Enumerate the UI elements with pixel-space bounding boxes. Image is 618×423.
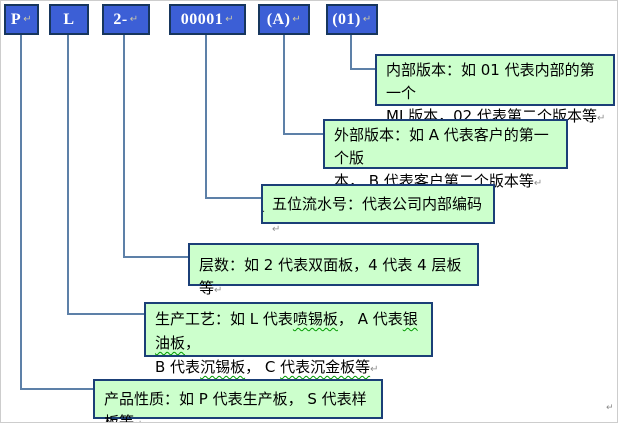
stray-dot: .	[262, 204, 266, 215]
paragraph-mark-icon: ↵	[134, 419, 142, 422]
annotation-text: B 代表沉锡板， C 代表沉金板等	[155, 358, 371, 376]
annotation-text: 生产工艺：如 L 代表喷锡板， A 代表银油板，	[155, 310, 418, 352]
connector-process-horizontal	[67, 313, 144, 315]
paragraph-mark-icon: ↵	[362, 14, 372, 25]
annotation-external-version: 外部版本：如 A 代表客户的第一个版 本， B 代表客户第二个版本等↵	[323, 119, 568, 190]
connector-product-nature-horizontal	[20, 388, 93, 390]
code-box-product-nature: P↵	[4, 4, 39, 35]
annotation-text-line: 产品性质：如 P 代表生产板， S 代表样板等↵	[104, 388, 377, 423]
code-box-process: L	[49, 4, 89, 35]
paragraph-mark-icon: ↵	[23, 14, 33, 25]
annotation-text: 外部版本：如 A 代表客户的第一个版	[334, 126, 549, 167]
paragraph-mark-icon: ↵	[214, 285, 223, 296]
annotation-production-process: 生产工艺：如 L 代表喷锡板， A 代表银油板， B 代表沉锡板， C 代表沉金…	[144, 302, 433, 376]
code-box-internal-version: (01)↵	[326, 4, 378, 35]
paragraph-mark-icon: ↵	[370, 364, 379, 375]
connector-external-version-vertical	[283, 35, 285, 135]
paragraph-mark-icon: ↵	[597, 113, 606, 124]
code-label: (01)	[332, 10, 361, 28]
annotation-text: 内部版本：如 01 代表内部的第一个	[386, 61, 595, 102]
annotation-text: 层数：如 2 代表双面板，4 代表 4 层板等	[199, 256, 462, 297]
connector-external-version-horizontal	[283, 133, 323, 135]
paragraph-mark-icon: ↵	[272, 224, 281, 235]
code-box-external-version: (A)↵	[258, 4, 310, 35]
page-paragraph-mark-icon: ↵	[606, 403, 614, 413]
annotation-text-line: 五位流水号：代表公司内部编码 ↵	[272, 193, 489, 241]
code-label: P	[10, 10, 22, 28]
paragraph-mark-icon: ↵	[533, 178, 543, 189]
annotation-text-line: 外部版本：如 A 代表客户的第一个版	[334, 124, 562, 170]
annotation-layer-count: 层数：如 2 代表双面板，4 代表 4 层板等↵	[188, 243, 479, 297]
connector-serial-number-horizontal	[205, 197, 261, 199]
connector-serial-number-vertical	[205, 35, 207, 199]
code-label: (A)	[266, 10, 291, 28]
annotation-product-nature: 产品性质：如 P 代表生产板， S 代表样板等↵	[93, 379, 383, 422]
code-label: L	[63, 10, 75, 28]
code-box-serial-number: 00001↵	[169, 4, 246, 35]
annotation-text: 五位流水号：代表公司内部编码	[272, 195, 483, 213]
connector-layer-count-horizontal	[123, 256, 188, 258]
code-label: 00001	[180, 10, 224, 28]
annotation-text: 产品性质：如 P 代表生产板， S 代表样板等	[104, 390, 367, 423]
annotation-text-line: 层数：如 2 代表双面板，4 代表 4 层板等↵	[199, 254, 473, 302]
annotation-serial-number: 五位流水号：代表公司内部编码 ↵	[261, 184, 495, 235]
connector-internal-version-vertical	[350, 35, 352, 70]
connector-product-nature-vertical	[20, 35, 22, 390]
paragraph-mark-icon: ↵	[292, 14, 302, 25]
connector-layer-count-vertical	[123, 35, 125, 258]
connector-process-vertical	[67, 35, 69, 315]
paragraph-mark-icon: ↵	[225, 14, 235, 25]
annotation-internal-version: 内部版本：如 01 代表内部的第一个 MI 版本，02 代表第二个版本等↵	[375, 54, 615, 125]
connector-internal-version-horizontal	[350, 68, 375, 70]
paragraph-mark-icon: ↵	[129, 14, 139, 25]
annotation-text-line: B 代表沉锡板， C 代表沉金板等↵	[155, 355, 427, 382]
annotation-text-line: 内部版本：如 01 代表内部的第一个	[386, 59, 609, 105]
annotation-text-line: 生产工艺：如 L 代表喷锡板， A 代表银油板，	[155, 307, 427, 355]
code-box-layer-count: 2-↵	[102, 4, 150, 35]
code-label: 2-	[113, 10, 128, 28]
